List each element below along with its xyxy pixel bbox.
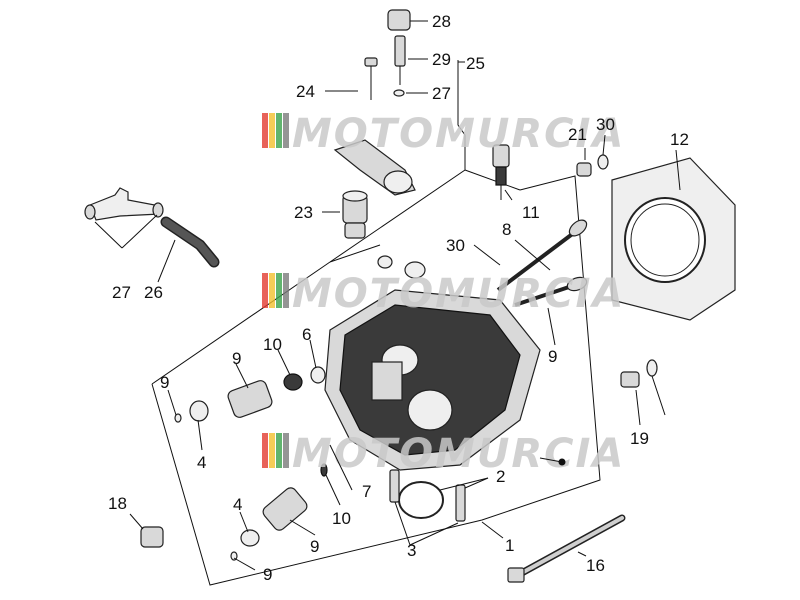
callout-6: 8: [502, 220, 511, 239]
callout-10-upper: 10: [263, 335, 282, 354]
intake-elbow: [333, 139, 416, 196]
part-30-washer-lower: [646, 359, 658, 377]
callout-30-upper: 30: [596, 115, 615, 134]
callout-24: 26: [144, 283, 163, 302]
callout-16: 16: [586, 556, 605, 575]
watermark-bottom: MOTOMURCIA: [262, 431, 625, 477]
callout-5-lower: 7: [362, 482, 371, 501]
part-2-o-ring: [398, 481, 444, 519]
callout-25: 27: [112, 283, 131, 302]
part-27-washer: [393, 89, 405, 97]
callout-12: 12: [670, 130, 689, 149]
callout-21: 24: [296, 82, 315, 101]
callout-27: 27: [432, 84, 451, 103]
part-30-washer-upper: [597, 154, 609, 170]
callout-2: 2: [496, 467, 505, 486]
part-20-valve-body: [342, 190, 368, 239]
callout-5-upper: 6: [302, 325, 311, 344]
callout-28: 29: [432, 50, 451, 69]
part-17-plug: [140, 526, 164, 548]
part-7-exhaust-valve: [514, 276, 588, 307]
watermark-top: MOTOMURCIA: [262, 111, 625, 157]
lower-valve-spring-set: [230, 463, 328, 561]
part-18-dowel: [620, 371, 640, 388]
callout-23: 25: [466, 54, 485, 73]
callout-3: 3: [407, 541, 416, 560]
part-25-fitting: [84, 187, 164, 221]
callout-19: 21: [568, 125, 587, 144]
callout-18: 19: [630, 429, 649, 448]
part-19-dowel: [576, 162, 592, 177]
part-6-intake-valve: [496, 219, 588, 292]
callout-11: 11: [522, 203, 540, 222]
assembly-frame: [151, 60, 601, 586]
part-26-cap: [387, 9, 411, 31]
callout-17: 18: [108, 494, 127, 513]
callout-7: 9: [548, 347, 557, 366]
watermark-middle: MOTOMURCIA: [262, 271, 625, 317]
part-12-head-gasket: [611, 157, 736, 321]
callout-4-lower: 4: [233, 495, 242, 514]
watermark-text: MOTOMURCIA: [292, 111, 625, 157]
callout-29: 30: [446, 236, 465, 255]
upper-valve-spring-set: [174, 366, 326, 423]
part-11-sensor: [492, 144, 510, 200]
callout-26: 28: [432, 12, 451, 31]
callout-8-upper: 9: [232, 349, 241, 368]
watermark-text: MOTOMURCIA: [292, 271, 625, 317]
cylinder-head: [324, 255, 541, 471]
callout-9-upper: 9: [160, 373, 169, 392]
callout-4-upper: 4: [197, 453, 206, 472]
callout-8-lower: 9: [310, 537, 319, 556]
callout-20: 23: [294, 203, 313, 222]
part-16-bolt: [507, 514, 626, 583]
callout-1: 1: [505, 536, 514, 555]
callout-9-lower: 9: [263, 565, 272, 584]
part-21-screw: [364, 57, 378, 100]
watermark-text: MOTOMURCIA: [292, 431, 625, 477]
part-28-sensor-pin: [394, 35, 406, 85]
part-24-hose: [160, 216, 220, 268]
leader-lines: [94, 20, 681, 571]
callout-10-lower: 10: [332, 509, 351, 528]
part-3-dowels: [389, 469, 466, 522]
callout-labels: 28 29 25 24 27 23 11 30 8 9 12 21 30 19 …: [108, 12, 689, 584]
reference-dot: [558, 458, 566, 466]
